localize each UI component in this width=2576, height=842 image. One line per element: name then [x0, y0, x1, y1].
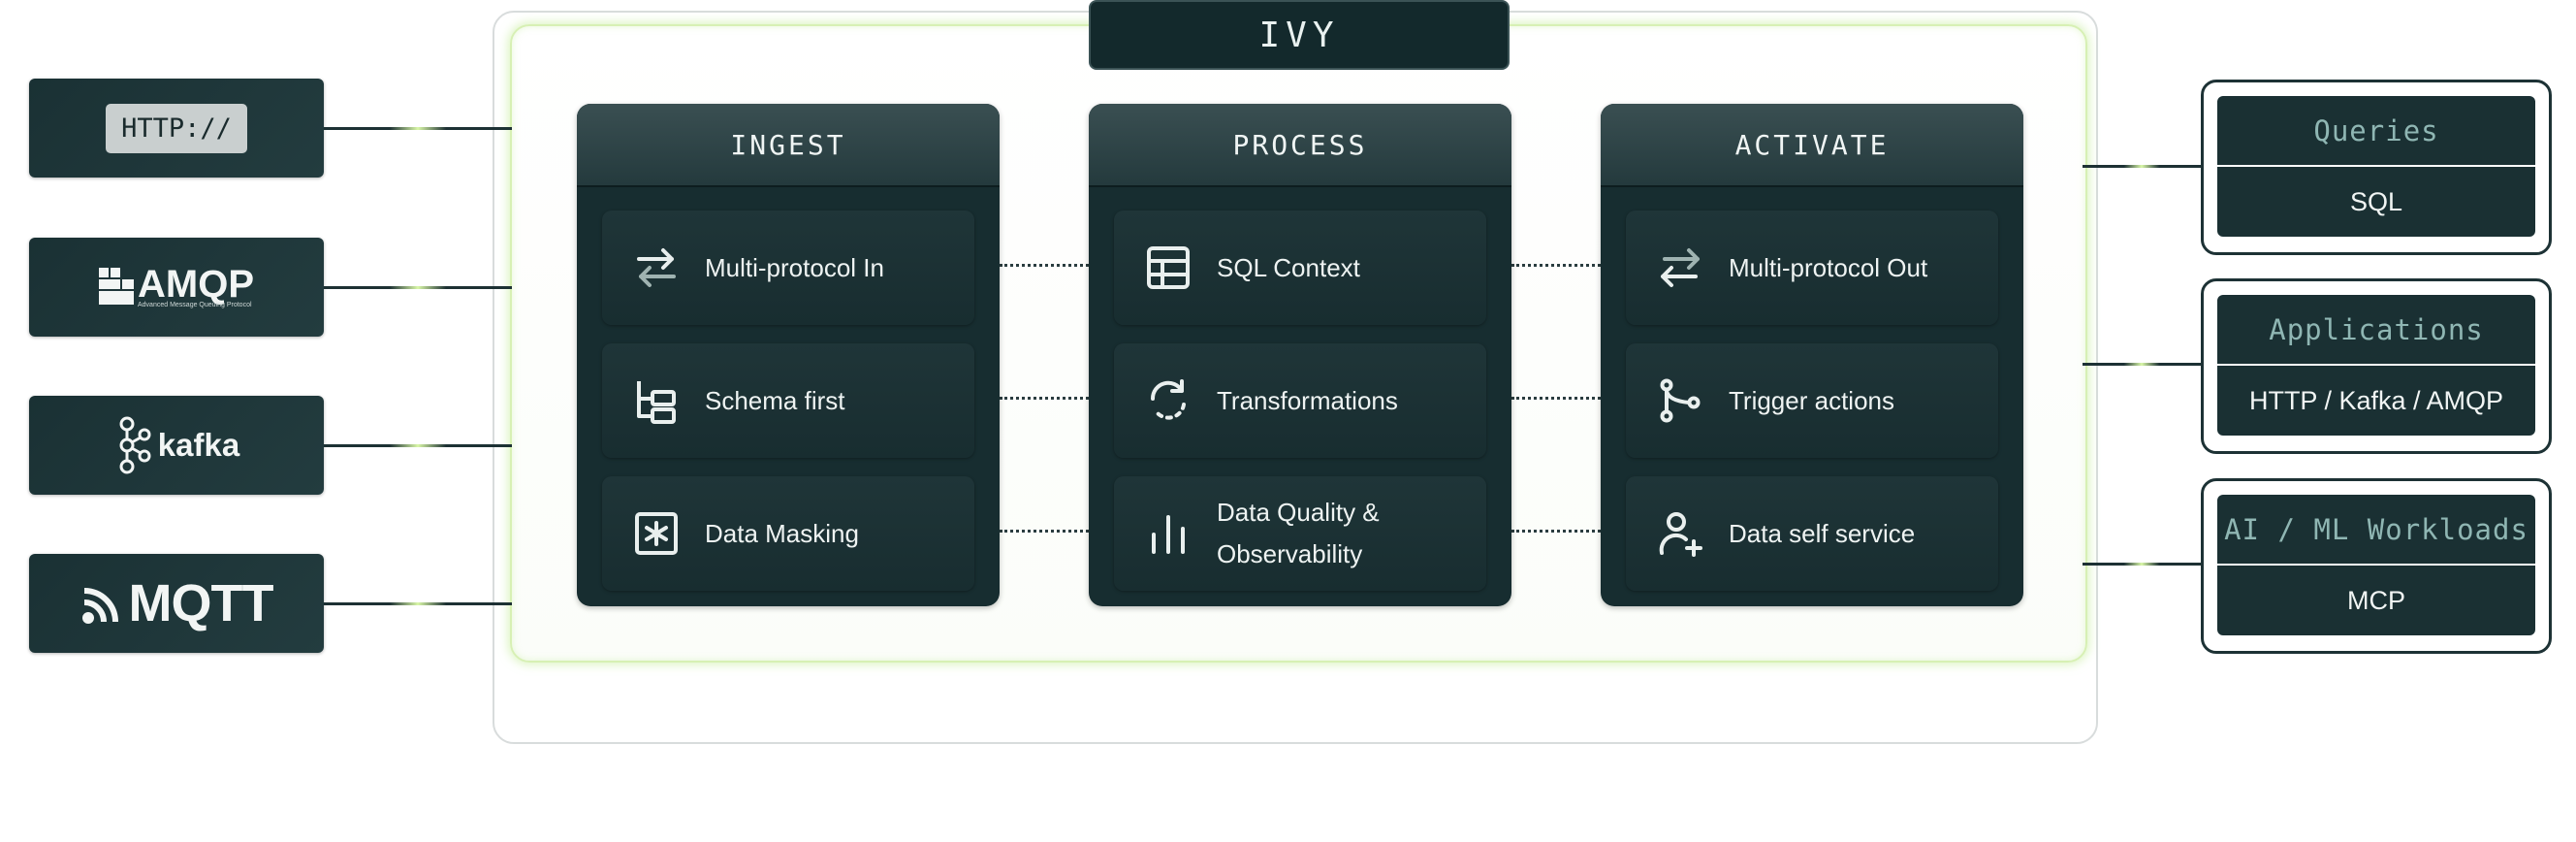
- user-plus-icon: [1653, 506, 1707, 561]
- kafka-label: kafka: [157, 427, 240, 463]
- http-badge: HTTP://: [106, 103, 247, 153]
- card-data-self-service: Data self service: [1626, 476, 1998, 591]
- schema-tree-icon: [629, 373, 684, 428]
- connector-amqp: [324, 286, 512, 289]
- card-label: Multi-protocol Out: [1729, 252, 1928, 282]
- card-label: Schema first: [705, 385, 845, 415]
- kafka-icon: [119, 416, 151, 474]
- refresh-icon: [1141, 373, 1195, 428]
- card-label: Data Quality &: [1217, 498, 1380, 527]
- connector-kafka: [324, 444, 512, 447]
- output-queries: Queries SQL: [2201, 80, 2552, 255]
- connector-ai-ml: [2083, 563, 2201, 566]
- amqp-icon: [99, 268, 134, 305]
- link-process-activate-3: [1511, 530, 1601, 533]
- link-process-activate-1: [1511, 264, 1601, 267]
- arrows-exchange-icon: [629, 241, 684, 295]
- link-ingest-process-3: [1000, 530, 1089, 533]
- platform-title: IVY: [1089, 0, 1510, 70]
- card-label: Trigger actions: [1729, 385, 1894, 415]
- asterisk-box-icon: [629, 506, 684, 561]
- link-ingest-process-1: [1000, 264, 1089, 267]
- card-multi-protocol-in: Multi-protocol In: [602, 210, 974, 325]
- card-transformations: Transformations: [1114, 343, 1486, 458]
- card-data-quality: Data Quality & Observability: [1114, 476, 1486, 591]
- source-http: HTTP://: [29, 79, 324, 178]
- mqtt-icon: [81, 588, 118, 624]
- amqp-sublabel: Advanced Message Queuing Protocol: [138, 301, 252, 308]
- card-label: Transformations: [1217, 385, 1398, 415]
- source-kafka: kafka: [29, 396, 324, 495]
- bar-chart-icon: [1141, 506, 1195, 561]
- card-trigger-actions: Trigger actions: [1626, 343, 1998, 458]
- kafka-logo: kafka: [113, 416, 239, 474]
- card-schema-first: Schema first: [602, 343, 974, 458]
- mqtt-label: MQTT: [128, 574, 274, 632]
- card-label: Multi-protocol In: [705, 252, 884, 282]
- amqp-logo: AMQP Advanced Message Queuing Protocol: [99, 262, 254, 308]
- link-ingest-process-2: [1000, 397, 1089, 400]
- card-label-line2: Observability: [1217, 539, 1363, 568]
- git-branch-icon: [1653, 373, 1707, 428]
- table-icon: [1141, 241, 1195, 295]
- output-title: Applications: [2217, 295, 2535, 364]
- output-ai-ml: AI / ML Workloads MCP: [2201, 478, 2552, 654]
- column-activate: ACTIVATE Multi-protocol Out Trigger acti…: [1601, 104, 2023, 606]
- source-amqp: AMQP Advanced Message Queuing Protocol: [29, 238, 324, 337]
- output-title: Queries: [2217, 96, 2535, 165]
- connector-http: [324, 127, 512, 130]
- card-label: Data Masking: [705, 518, 859, 548]
- connector-mqtt: [324, 602, 512, 605]
- column-ingest: INGEST Multi-protocol In Schema first Da…: [577, 104, 1000, 606]
- card-label: SQL Context: [1217, 252, 1360, 282]
- card-multi-protocol-out: Multi-protocol Out: [1626, 210, 1998, 325]
- connector-applications: [2083, 363, 2201, 366]
- source-mqtt: MQTT: [29, 554, 324, 653]
- arrows-exchange-icon: [1653, 241, 1707, 295]
- card-sql-context: SQL Context: [1114, 210, 1486, 325]
- mqtt-logo: MQTT: [80, 573, 273, 633]
- output-title: AI / ML Workloads: [2217, 495, 2535, 564]
- column-title: INGEST: [577, 104, 1000, 187]
- card-data-masking: Data Masking: [602, 476, 974, 591]
- column-title: ACTIVATE: [1601, 104, 2023, 187]
- link-process-activate-2: [1511, 397, 1601, 400]
- output-value: HTTP / Kafka / AMQP: [2217, 366, 2535, 436]
- column-process: PROCESS SQL Context Transformations Data…: [1089, 104, 1511, 606]
- output-value: SQL: [2217, 167, 2535, 237]
- card-label: Data self service: [1729, 518, 1916, 548]
- connector-queries: [2083, 165, 2201, 168]
- output-applications: Applications HTTP / Kafka / AMQP: [2201, 278, 2552, 454]
- column-title: PROCESS: [1089, 104, 1511, 187]
- output-value: MCP: [2217, 566, 2535, 635]
- amqp-label: AMQP: [138, 262, 254, 306]
